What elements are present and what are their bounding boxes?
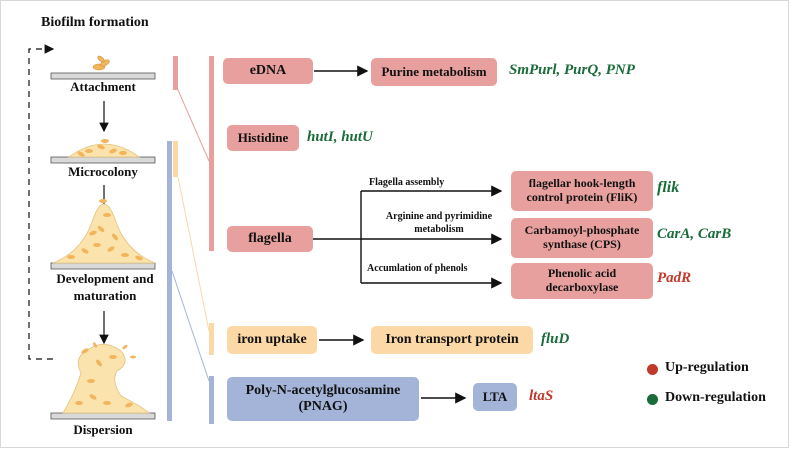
target-purine-metabolism: Purine metabolism (371, 58, 497, 86)
link-blue-pnag (171, 270, 210, 382)
legend-down-dot (647, 394, 658, 405)
pathway-arginine-pyrimidine: Arginine and pyrimidine metabolism (385, 211, 493, 235)
pink-factor-bar (209, 56, 214, 251)
microcolony-stage-bar-peach (173, 141, 178, 177)
maturation-surface (50, 262, 156, 270)
target-iron-transport-protein: Iron transport protein (371, 326, 533, 354)
stage-label-microcolony: Microcolony (68, 164, 138, 179)
stage-label-attachment: Attachment (70, 79, 136, 94)
genes-cps: CarA, CarB (657, 226, 732, 242)
gene-padr: PadR (657, 270, 692, 286)
target-phenolic-acid-decarboxylase: Phenolic acid decarboxylase (511, 263, 653, 299)
factor-iron-uptake: iron uptake (227, 326, 317, 354)
legend-up-dot (647, 364, 658, 375)
dispersion-loop-arrow (28, 44, 55, 360)
gene-flik: flik (657, 179, 680, 196)
target-flik-protein: flagellar hook-length control protein (F… (511, 171, 653, 211)
legend-down-label: Down-regulation (665, 390, 766, 405)
stage-label-maturation: Development and maturation (56, 271, 154, 303)
microcolony-cells (77, 139, 127, 157)
legend-up-label: Up-regulation (665, 360, 749, 375)
attachment-stage-bar (173, 56, 178, 90)
attachment-cells (92, 55, 110, 71)
pathway-phenols: Accumlation of phenols (367, 263, 468, 274)
dispersion-cells (75, 342, 136, 408)
genes-purine: SmPurl, PurQ, PNP (509, 62, 635, 78)
maturation-mound (52, 203, 156, 264)
microcolony-surface (50, 156, 156, 164)
dispersion-mound (62, 344, 151, 414)
stage-label-dispersion: Dispersion (73, 422, 133, 437)
blue-stage-bar (167, 141, 172, 421)
peach-factor-bar (209, 323, 214, 355)
factor-edna: eDNA (223, 58, 313, 84)
factor-pnag: Poly-N-acetylglucosamine (PNAG) (227, 377, 419, 421)
genes-histidine: hutI, hutU (307, 129, 373, 145)
target-lta: LTA (473, 383, 517, 411)
dispersion-surface (50, 412, 156, 420)
gene-ltas: ltaS (529, 388, 554, 404)
gene-flud: fluD (541, 331, 570, 347)
attachment-surface (50, 72, 156, 80)
link-attachment-pink (177, 89, 210, 162)
pathway-flagella-assembly: Flagella assembly (369, 177, 445, 188)
blue-factor-bar (209, 376, 214, 424)
factor-histidine: Histidine (227, 125, 299, 151)
target-cps: Carbamoyl-phosphate synthase (CPS) (511, 218, 653, 258)
link-peach-iron (177, 176, 210, 332)
maturation-cells (67, 199, 143, 261)
diagram-title: Biofilm formation (41, 15, 149, 30)
factor-flagella: flagella (227, 226, 313, 252)
